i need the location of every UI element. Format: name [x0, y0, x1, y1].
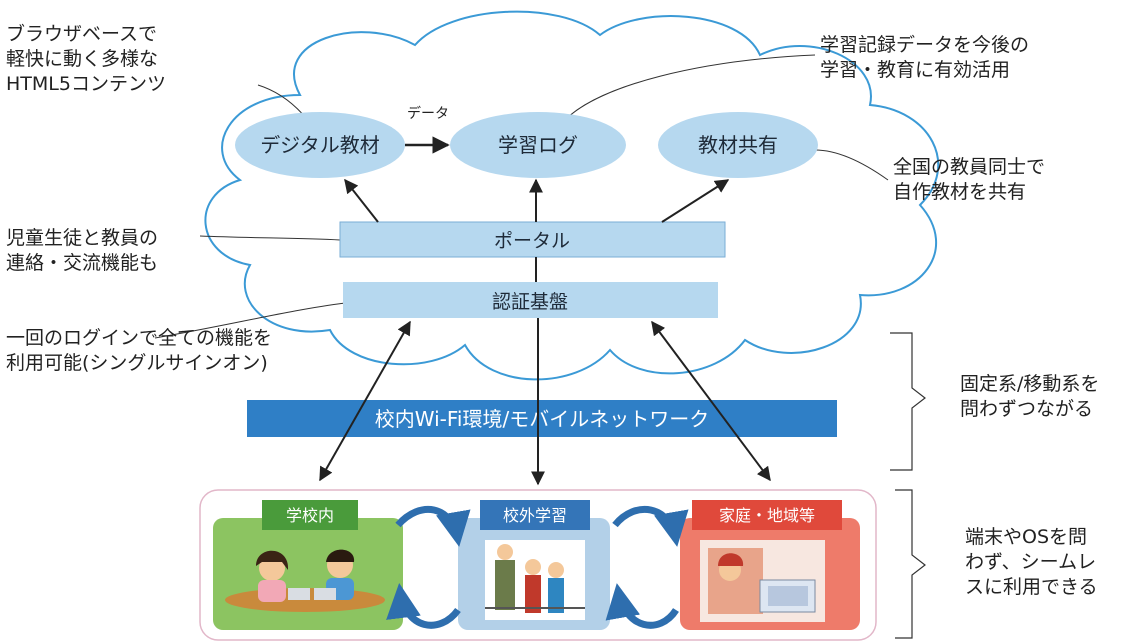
- home-illustration: [700, 540, 825, 622]
- note-record: 学習記録データを今後の 学習・教育に有効活用: [820, 34, 1030, 81]
- note-browser: ブラウザベースで 軽快に動く多様な HTML5コンテンツ: [6, 23, 166, 95]
- bracket-network: [890, 332, 926, 471]
- bracket-device: [895, 489, 926, 639]
- outside-tag: [480, 500, 590, 530]
- portal-bar: [339, 221, 726, 258]
- note-network: 固定系/移動系を 問わずつながる: [960, 373, 1100, 420]
- node-share-label: 教材共有: [698, 133, 778, 157]
- arrow-home-auth: [651, 320, 771, 482]
- school-tag: [262, 500, 358, 530]
- school-panel: [213, 518, 403, 630]
- home-tag: [692, 500, 842, 530]
- cycle-arrows-left: [386, 506, 471, 629]
- callout-line-record: [564, 54, 816, 121]
- node-share-ellipse: [658, 112, 818, 178]
- network-label: 校内Wi-Fi環境/モバイルネットワーク: [375, 407, 709, 431]
- school-illustration: [225, 549, 385, 612]
- node-log-label: 学習ログ: [498, 133, 578, 157]
- places-frame: [199, 489, 877, 641]
- data-arrow-label: データ: [407, 105, 449, 122]
- arrow-portal-digital: [344, 178, 379, 223]
- cycle-arrows-right: [605, 506, 689, 629]
- portal-label: ポータル: [494, 230, 570, 252]
- note-teachers: 全国の教員同士で 自作教材を共有: [893, 156, 1046, 203]
- arrow-school-auth: [319, 320, 411, 482]
- node-log-ellipse: [450, 112, 626, 178]
- home-tag-label: 家庭・地域等: [719, 506, 815, 525]
- note-sso: 一回のログインで全ての機能を 利用可能(シングルサインオン): [6, 327, 273, 374]
- node-digital-ellipse: [235, 112, 405, 178]
- school-tag-label: 学校内: [286, 506, 334, 525]
- node-digital-label: デジタル教材: [260, 133, 380, 157]
- auth-bar: [343, 282, 718, 318]
- callout-line-sso: [154, 302, 346, 339]
- note-device: 端末やOSを問 わず、シームレ スに利用できる: [965, 526, 1098, 598]
- callout-line-contact: [199, 235, 341, 241]
- outside-tag-label: 校外学習: [503, 506, 567, 525]
- arrow-portal-share: [661, 179, 730, 223]
- note-contact: 児童生徒と教員の 連絡・交流機能も: [6, 227, 159, 274]
- outside-illustration: [485, 540, 585, 620]
- callout-line-teachers: [814, 149, 889, 181]
- auth-label: 認証基盤: [492, 291, 568, 313]
